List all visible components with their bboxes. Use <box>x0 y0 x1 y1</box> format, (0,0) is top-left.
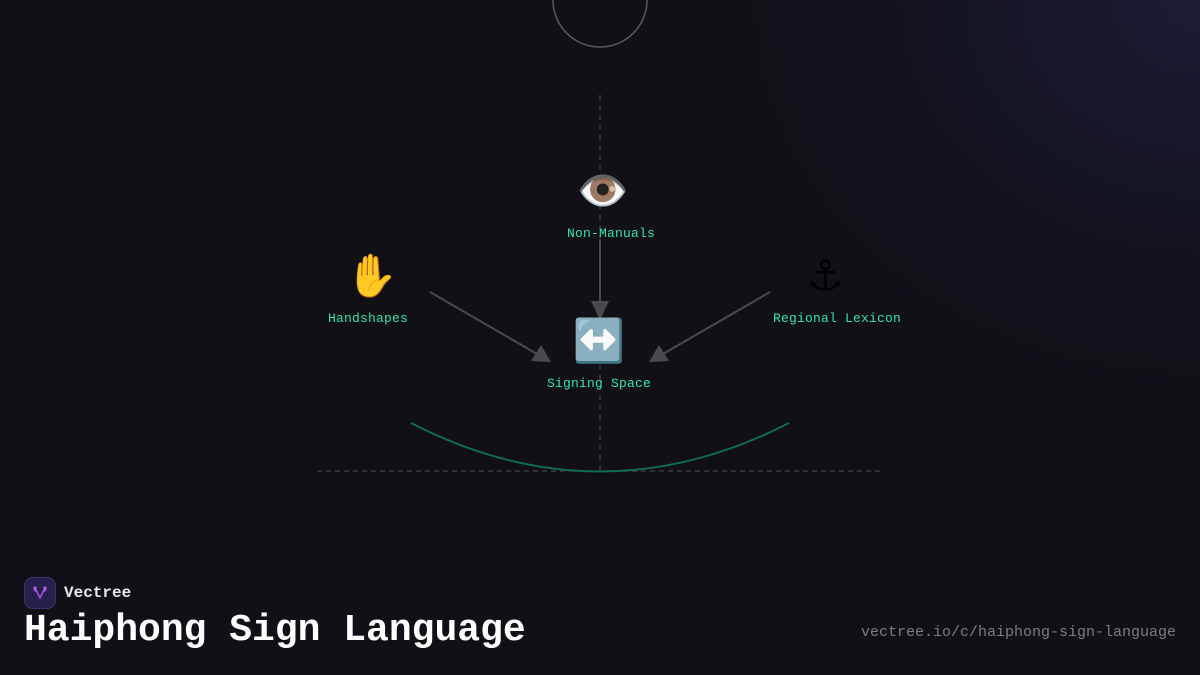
brand: Vectree <box>24 577 131 609</box>
vectree-logo-icon <box>24 577 56 609</box>
node-label: Signing Space <box>546 376 652 391</box>
left-right-arrow-icon: ↔️ <box>572 316 626 365</box>
edge-handshapes-to-signing-space <box>429 291 551 362</box>
node-label: Non-Manuals <box>566 226 656 241</box>
node-label: Regional Lexicon <box>772 311 902 326</box>
raised-hand-icon: ✋ <box>345 251 399 300</box>
arrowhead-icon <box>591 301 609 320</box>
arrowhead-icon <box>649 345 669 362</box>
brand-name: Vectree <box>64 584 132 602</box>
signing-space-arc <box>410 422 790 473</box>
signer-head-outline <box>552 0 648 48</box>
node-handshapes[interactable]: ✋ Handshapes <box>327 251 409 327</box>
edge-non-manuals-to-signing-space <box>591 240 609 320</box>
edge-regional-lexicon-to-signing-space <box>649 291 771 362</box>
page-title: Haiphong Sign Language <box>24 609 526 652</box>
node-signing-space[interactable]: ↔️ Signing Space <box>546 316 652 392</box>
node-regional-lexicon[interactable]: ⚓ Regional Lexicon <box>772 251 902 327</box>
arrowhead-icon <box>531 345 551 362</box>
node-non-manuals[interactable]: 👁️ Non-Manuals <box>551 166 656 242</box>
anchor-icon: ⚓ <box>806 251 844 300</box>
node-label: Handshapes <box>327 311 409 326</box>
eye-icon: 👁️ <box>576 166 630 215</box>
page-url-link[interactable]: vectree.io/c/haiphong-sign-language <box>860 624 1176 641</box>
